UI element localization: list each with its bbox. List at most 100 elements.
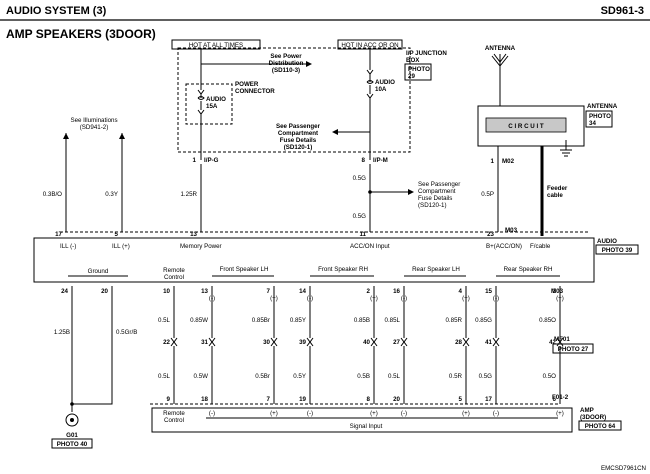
antenna-photo-1: PHOTO [589, 113, 611, 120]
amp-photo-box [578, 420, 622, 431]
ground-photo: PHOTO 40 [57, 441, 88, 448]
mf-connector-mark [306, 337, 314, 347]
mf-pin: 28 [455, 339, 462, 346]
signal-input-label: Signal Input [350, 423, 383, 430]
power-connector-1: POWER [235, 81, 259, 88]
antenna-module-box [477, 105, 585, 147]
audio-unit-box [33, 237, 595, 283]
feeder-1: Feeder [547, 185, 568, 192]
audio-bottom-pin: 7 [267, 288, 271, 295]
junction-name-1: I/P JUNCTION [406, 50, 447, 57]
arrow-see-power [306, 61, 312, 67]
mf-connector-mark [400, 337, 408, 347]
wires-ground [71, 286, 113, 412]
amp-polarity: (+) [556, 410, 564, 417]
wire-label-lower: 0.5Br [255, 373, 270, 380]
mf-pin: 31 [201, 339, 208, 346]
diagram-title: AMP SPEAKERS (3DOOR) [6, 27, 156, 41]
wires-illumination [65, 133, 123, 232]
see-pass2-1: See Passenger [418, 181, 460, 188]
fuse-audio-15a [197, 78, 205, 160]
f-pin: 9 [167, 396, 171, 403]
antenna-photo-box [585, 110, 613, 128]
audio-pin-label: ACC/ON Input [350, 243, 390, 250]
junction-photo-box [404, 63, 432, 81]
mf-connector-mark [556, 337, 564, 347]
amp-polarity: (+) [270, 410, 278, 417]
audio-pin-label: Memory Power [180, 243, 222, 250]
f-pin: 18 [201, 396, 208, 403]
wire-label-lower: 0.5L [158, 373, 171, 380]
audio-pin-label: B+(ACC/ON) [486, 243, 522, 250]
f-pin: 5 [459, 396, 463, 403]
mf-connector-mark [370, 337, 378, 347]
amp-polarity: (+) [462, 410, 470, 417]
wire-label-w5: 0.5P [481, 191, 494, 198]
audio-bottom-pin: 2 [367, 288, 371, 295]
mf-pin: 30 [263, 339, 270, 346]
audio-bottom-pin: 4 [459, 288, 463, 295]
wire-label-lower: 0.5R [449, 373, 463, 380]
antenna-pin: 1 [491, 158, 495, 165]
antenna-icon [491, 53, 509, 106]
wire-label-w4b: 0.5G [353, 213, 367, 220]
wire-label-upper: 0.85Br [252, 317, 270, 324]
see-pass2-3: Fuse Details [418, 195, 452, 202]
footer-code: EMCSD7961CN [601, 465, 646, 472]
wire-label-lower: 0.5B [357, 373, 370, 380]
fuse1-name: AUDIO [206, 96, 226, 103]
group-front-rh: Front Speaker RH [318, 266, 368, 273]
audio-label: AUDIO [597, 238, 617, 245]
f-pin: 6 [553, 396, 557, 403]
fuse2-name: AUDIO [375, 79, 395, 86]
amp-polarity: (-) [209, 410, 215, 417]
wire-label-lower: 0.5G [479, 373, 493, 380]
f-pin: 7 [267, 396, 271, 403]
f-pin: 17 [485, 396, 492, 403]
antenna-ground-icon [560, 140, 572, 157]
f-pin: 8 [367, 396, 371, 403]
see-pass2-4: (SD120-1) [418, 202, 447, 209]
audio-pin-label: ILL (+) [112, 243, 130, 250]
amp-polarity: (-) [307, 410, 313, 417]
amp-remote-2: Control [164, 417, 184, 424]
antenna-label: ANTENNA [485, 45, 516, 52]
group-front-lh: Front Speaker LH [220, 266, 269, 273]
circuit-label: C I R C U I T [508, 123, 544, 130]
audio-bottom-pin: 16 [393, 288, 400, 295]
hot-all-times-label: HOT AT ALL TIMES [189, 42, 243, 49]
pin-ipm: 8 [362, 157, 366, 164]
audio-bottom-pin: 14 [299, 288, 306, 295]
see-illum-2: (SD941-2) [80, 124, 109, 131]
mf-connector-mark [170, 337, 178, 347]
see-pass-4: (SD120-1) [284, 144, 313, 151]
amp-remote-1: Remote [163, 410, 185, 417]
junction-photo-1: PHOTO [408, 66, 430, 73]
see-pass2-2: Compartment [418, 188, 456, 195]
ground-w2: 0.5Gr/B [116, 329, 137, 336]
amp-label-2: (3DOOR) [580, 414, 606, 421]
audio-bottom-pin: 10 [163, 288, 170, 295]
audio-photo: PHOTO 39 [602, 247, 633, 254]
mf-pin: 22 [163, 339, 170, 346]
wire-label-upper: 0.85B [354, 317, 370, 324]
audio-conn-bottom: M03 [551, 288, 564, 295]
audio-bottom-pin: 15 [485, 288, 492, 295]
wire-label-w3: 1.25R [180, 191, 197, 198]
power-connector-box [185, 83, 233, 125]
group-rear-lh: Rear Speaker LH [412, 266, 460, 273]
amp-polarity: (-) [401, 410, 407, 417]
audio-top-pin: 11 [359, 231, 366, 238]
mf-pin: 41 [485, 339, 492, 346]
see-illum-1: See Illuminations [70, 117, 117, 124]
f-pin: 19 [299, 396, 306, 403]
wire-label-upper: 0.85L [385, 317, 401, 324]
mf-photo-box [552, 343, 594, 354]
mf-pin: 27 [393, 339, 400, 346]
wire-label-lower: 0.5O [543, 373, 557, 380]
amp-photo: PHOTO 64 [585, 423, 616, 430]
mf-pin: 39 [299, 339, 306, 346]
junction-box-outline [177, 47, 411, 153]
